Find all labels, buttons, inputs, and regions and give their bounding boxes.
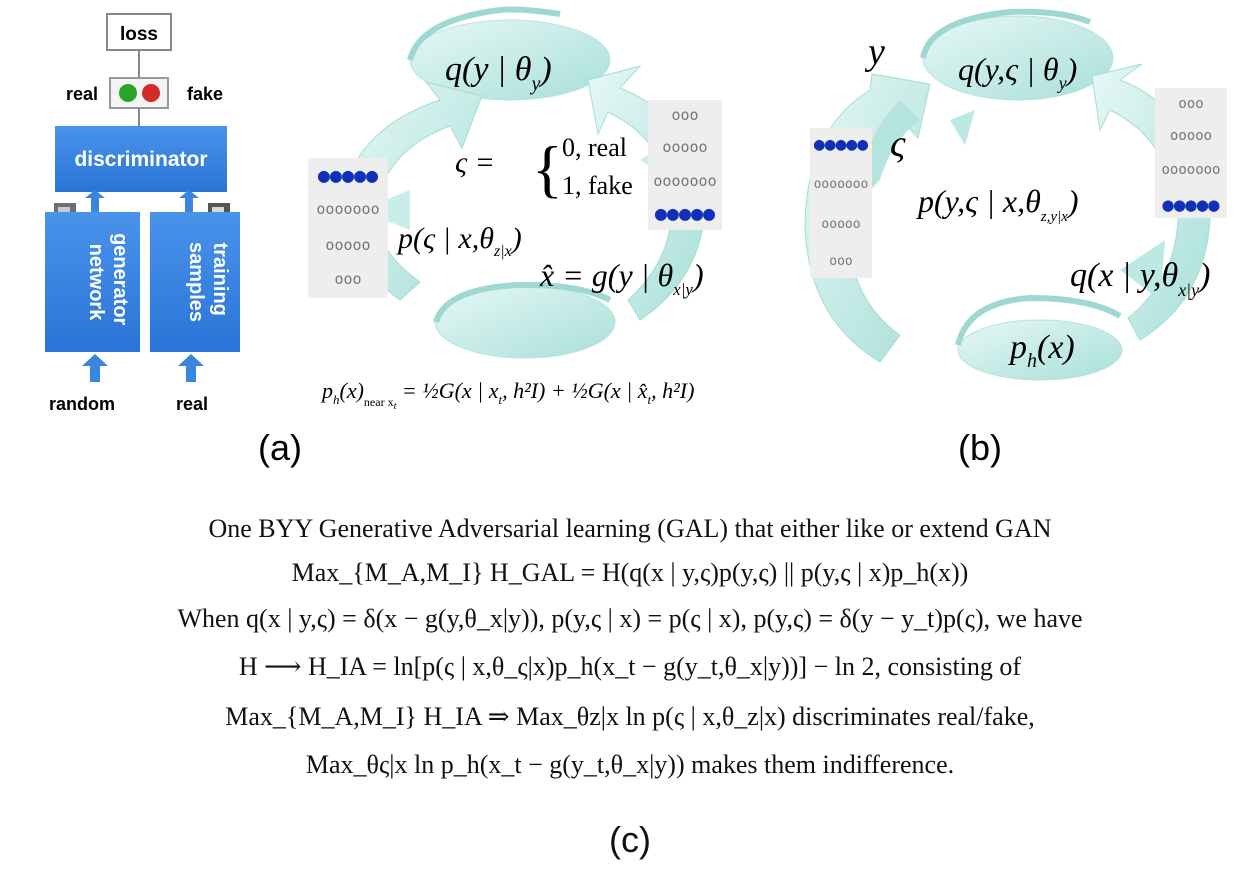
q-x-label: q(x | y,θx|y)	[1070, 257, 1210, 300]
zeta-case-real: 0, real	[562, 133, 627, 162]
xhat-generator-label: x̂ = g(y | θx|y)	[539, 257, 704, 299]
eq-line-4: H ⟶ H_IA = ln[p(ς | x,θ_ς|x)p_h(x_t − g(…	[238, 652, 1022, 681]
svg-text:ooo: ooo	[671, 106, 698, 124]
svg-text:ooooo: ooooo	[325, 236, 370, 254]
svg-text:ooo: ooo	[334, 270, 361, 288]
gan-block-diagram: loss real fake discriminator generator n…	[45, 13, 240, 414]
svg-text:ooooo: ooooo	[662, 138, 707, 156]
p-joint-label: p(y,ς | x,θz,y|x)	[916, 183, 1078, 225]
discriminator-label: discriminator	[74, 148, 207, 171]
svg-text:ooooooo: ooooooo	[1161, 162, 1220, 178]
svg-text:ooooo: ooooo	[1170, 128, 1212, 144]
svg-text:ooooooo: ooooooo	[316, 200, 379, 218]
q-y-zeta-label: q(y,ς | θy)	[958, 51, 1077, 93]
svg-text:ooo: ooo	[1178, 96, 1203, 112]
p-zeta-x-label: p(ς | x,θz|x)	[396, 222, 522, 260]
zeta-definition-left: ς =	[455, 146, 495, 179]
eq-line-2: Max_{M_A,M_I} H_GAL = H(q(x | y,ς)p(y,ς)…	[291, 558, 969, 587]
svg-text:●●●●●: ●●●●●	[814, 134, 868, 155]
panel-b-label: (b)	[958, 427, 1002, 468]
training-label: training samples	[185, 242, 231, 322]
svg-text:ooooo: ooooo	[821, 217, 860, 232]
zeta-label-b: ς	[890, 123, 906, 165]
svg-text:ooooooo: ooooooo	[814, 177, 869, 192]
bottom-disc-b	[957, 319, 1123, 381]
byy-cycle-diagram: ●●●●● ooooooo ooooo ooo ooo ooooo oooooo…	[804, 8, 1227, 468]
left-network: ●●●●● ooooooo ooooo ooo	[308, 158, 388, 298]
generator-label: generator network	[85, 233, 131, 331]
eq-line-1: One BYY Generative Adversarial learning …	[208, 514, 1052, 543]
ph-kernel-formula: ph(x)near xt = ½G(x | xt, h²I) + ½G(x | …	[320, 378, 694, 412]
svg-text:ooo: ooo	[829, 254, 852, 269]
real-input-label: real	[176, 394, 208, 414]
left-network-b: ●●●●● ooooooo ooooo ooo	[810, 128, 872, 278]
panel-c-label: (c)	[609, 819, 651, 860]
ph-label-b: ph(x)	[1008, 329, 1075, 372]
right-network-b: ooo ooooo ooooooo ●●●●●	[1155, 88, 1227, 218]
right-network: ooo ooooo ooooooo ●●●●●	[648, 100, 722, 230]
q-y-theta-label: q(y | θy)	[445, 51, 552, 95]
zeta-case-fake: 1, fake	[562, 171, 633, 200]
discriminator-box	[55, 126, 227, 192]
generator-network-box	[45, 212, 140, 352]
fake-dot	[142, 84, 160, 102]
training-samples-box	[150, 212, 240, 352]
y-label-b: y	[864, 31, 885, 73]
fake-label: fake	[187, 84, 223, 104]
zeta-brace: {	[532, 133, 563, 204]
random-input-label: random	[49, 394, 115, 414]
gan-cycle-diagram: ●●●●● ooooooo ooooo ooo ooo ooooo oooooo…	[258, 6, 722, 468]
eq-line-5: Max_{M_A,M_I} H_IA ⇒ Max_θz|x ln p(ς | x…	[225, 702, 1035, 731]
svg-text:●●●●●: ●●●●●	[318, 163, 378, 187]
real-dot	[119, 84, 137, 102]
loss-label: loss	[120, 24, 158, 45]
real-label: real	[66, 84, 98, 104]
panel-a-label: (a)	[258, 427, 302, 468]
svg-text:●●●●●: ●●●●●	[1162, 194, 1220, 216]
eq-line-3: When q(x | y,ς) = δ(x − g(y,θ_x|y)), p(y…	[177, 604, 1083, 633]
svg-text:ooooooo: ooooooo	[653, 172, 716, 190]
svg-text:●●●●●: ●●●●●	[655, 201, 715, 225]
eq-line-6: Max_θς|x ln p_h(x_t − g(y_t,θ_x|y)) make…	[305, 750, 955, 779]
